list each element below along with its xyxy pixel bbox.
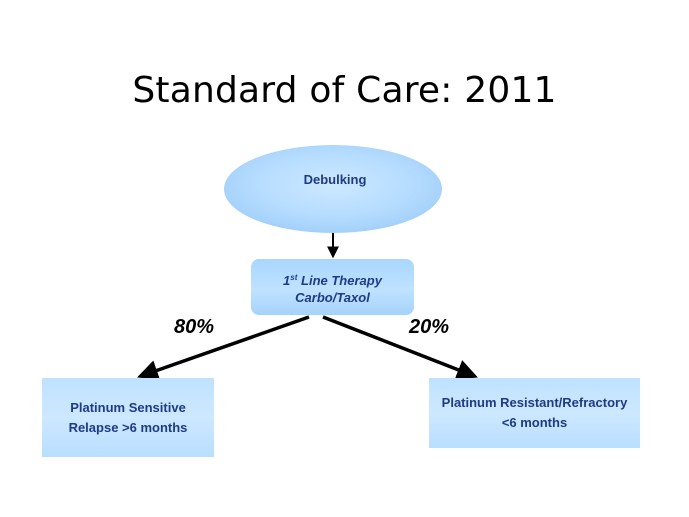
arrow-therapy-to-resistant xyxy=(322,315,478,380)
sensitive-line2: Relapse >6 months xyxy=(68,419,188,435)
right-branch-percent: 20% xyxy=(409,316,450,338)
platinum-resistant-node: Platinum Resistant/Refractory <6 months xyxy=(429,378,640,448)
resistant-line2: <6 months xyxy=(501,415,568,430)
arrow-therapy-to-sensitive xyxy=(137,315,310,381)
left-branch-percent: 80% xyxy=(174,316,215,338)
first-line-therapy-node: 1st Line Therapy Carbo/Taxol xyxy=(251,259,414,315)
debulking-node-label: Debulking xyxy=(303,172,367,187)
therapy-drugs-label: Carbo/Taxol xyxy=(295,289,370,305)
first-line-therapy-label: 1st Line Therapy xyxy=(283,269,382,289)
sensitive-line1: Platinum Sensitive xyxy=(70,399,186,415)
slide-title: Standard of Care: 2011 xyxy=(132,70,557,111)
ordinal-number: 1 xyxy=(283,272,291,288)
therapy-label-rest: Line Therapy xyxy=(297,272,382,288)
resistant-line1: Platinum Resistant/Refractory xyxy=(441,395,628,410)
platinum-sensitive-node: Platinum Sensitive Relapse >6 months xyxy=(42,378,214,457)
ordinal-suffix: st xyxy=(290,272,298,282)
debulking-node-shape xyxy=(224,145,442,233)
